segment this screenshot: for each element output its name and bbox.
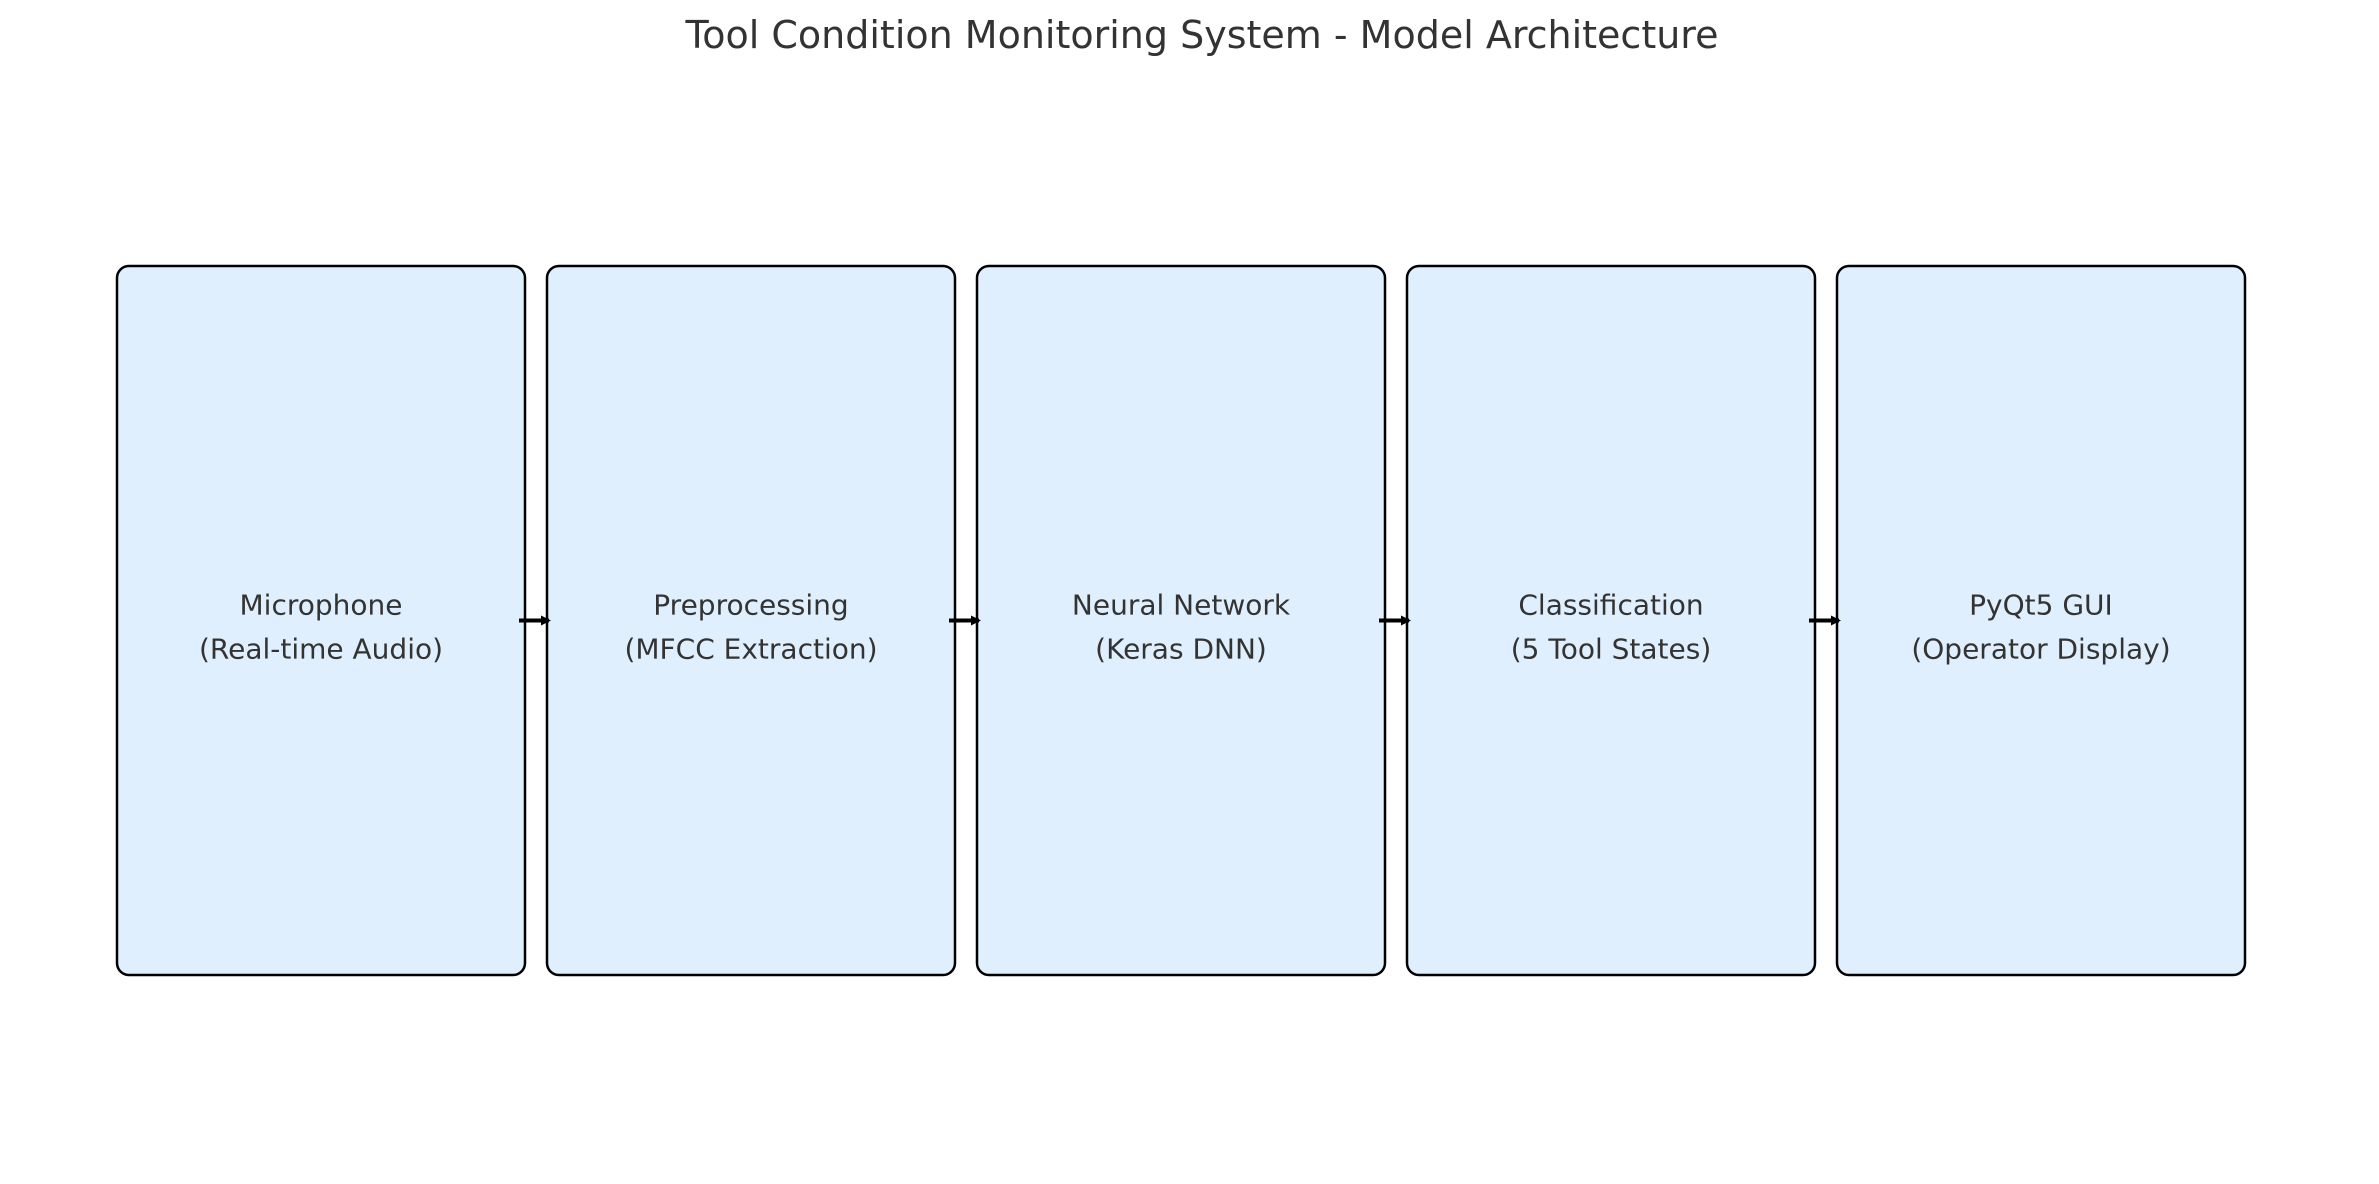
stage-title: Classification [1518,589,1703,622]
stage-box-5: PyQt5 GUI (Operator Display) [1835,264,2247,977]
stage-subtitle: (5 Tool States) [1511,633,1712,666]
stage-subtitle: (MFCC Extraction) [624,633,877,666]
stage-box-4: Classification (5 Tool States) [1405,264,1817,977]
stage-title: Neural Network [1072,589,1291,622]
stage-title: Microphone [240,589,403,622]
stage-title: Preprocessing [653,589,848,622]
stage-box-2: Preprocessing (MFCC Extraction) [545,264,957,977]
stage-box-3: Neural Network (Keras DNN) [975,264,1387,977]
stage-subtitle: (Real-time Audio) [199,633,443,666]
stage-box-1: Microphone (Real-time Audio) [115,264,527,977]
stage-title: PyQt5 GUI [1969,589,2113,622]
stage-subtitle: (Operator Display) [1911,633,2170,666]
stage-subtitle: (Keras DNN) [1095,633,1267,666]
pipeline-stages: Microphone (Real-time Audio) Preprocessing… [115,264,2247,977]
diagram-title: Tool Condition Monitoring System - Model… [685,13,1719,57]
